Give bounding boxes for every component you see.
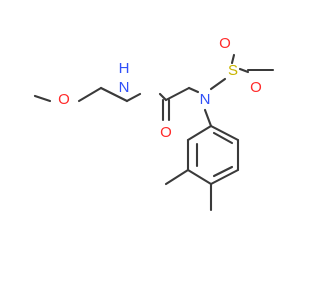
bond-ring-inner-2 — [212, 165, 234, 178]
atom-o-methoxy: O — [58, 91, 70, 108]
bond-ring-3 — [186, 168, 213, 186]
bond-s-o-top — [230, 53, 236, 65]
molecule-svg: O H N O N S O O — [33, 35, 275, 212]
bond-c1-c2 — [99, 86, 129, 103]
bond-n-sulfonamide-ring — [203, 108, 213, 128]
bond-o-methoxy-c1 — [77, 86, 103, 103]
atom-n-sulfonamide: N — [200, 91, 211, 108]
bond-n-sulfonamide-s — [209, 77, 227, 91]
atom-o-carbonyl: O — [160, 124, 172, 141]
bond-lines — [33, 53, 275, 212]
bond-ring-4 — [209, 168, 240, 186]
atom-o-sulfonyl-top: O — [219, 35, 231, 52]
bond-ch2-n-sulfonamide — [187, 86, 200, 94]
atom-o-sulfonyl-bottom: O — [250, 79, 262, 96]
atom-labels: O H N O N S O O — [58, 35, 262, 141]
bond-s-o-bottom — [238, 67, 250, 74]
bond-c-carbonyl-ch2 — [164, 86, 191, 102]
bond-n-amide-c-carbonyl — [158, 92, 168, 102]
molecule-structure-diagram: O H N O N S O O — [33, 34, 275, 212]
bond-ring-methyl-left — [164, 168, 190, 186]
bond-ring-1 — [186, 124, 213, 142]
bond-ring-inner-3 — [212, 131, 234, 145]
atom-s-sulfonyl: S — [228, 62, 238, 79]
bond-c2-n-amide — [125, 92, 142, 103]
atom-n-amide: N — [119, 79, 130, 96]
atom-h-amide: H — [119, 60, 130, 77]
bond-ring-6 — [209, 124, 240, 142]
bond-methyl-o-methoxy — [33, 94, 52, 103]
